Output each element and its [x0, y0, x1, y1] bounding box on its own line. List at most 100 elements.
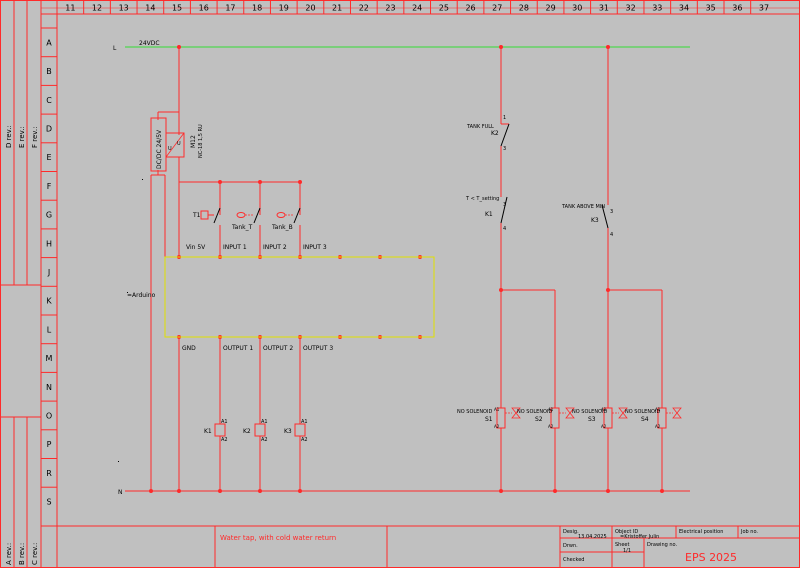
column-label-28: 28 [519, 4, 529, 13]
svg-text:A2: A2 [601, 424, 607, 429]
contact-k3-t2: 4 [610, 232, 613, 238]
jumper-label: M12 [190, 135, 197, 148]
contact-k1-title: T < T_setting [465, 196, 499, 202]
row-label-N: N [46, 383, 52, 392]
title-description: Water tap, with cold water return [220, 534, 336, 542]
column-label-33: 33 [652, 4, 662, 13]
title-desig-value: 13.04.2025 [578, 534, 607, 540]
column-label-29: 29 [545, 4, 555, 13]
title-sheet-label: Sheet [615, 542, 629, 548]
column-label-36: 36 [732, 4, 742, 13]
solenoid-s3-tag: S3 [588, 416, 596, 423]
wiring [150, 47, 663, 491]
relay-k2: K2 A1 A2 [243, 419, 268, 443]
title-electrical-position: Electrical position [679, 529, 723, 535]
arduino-output-3: OUTPUT 3 [303, 345, 333, 352]
row-label-S: S [46, 498, 51, 507]
revision-b: B rev.: [18, 543, 26, 565]
row-label-C: C [46, 96, 52, 105]
row-label-K: K [46, 297, 52, 306]
column-label-11: 11 [65, 4, 75, 13]
row-label-M: M [46, 354, 53, 363]
column-label-20: 20 [305, 4, 315, 13]
sensor-tank-t-label: Tank_T [231, 224, 253, 231]
n-rail-label: N [118, 489, 123, 496]
column-label-23: 23 [385, 4, 395, 13]
contact-k2-tag: K2 [491, 130, 499, 137]
row-label-D: D [46, 124, 52, 133]
solenoid-s4: NO SOLENOID S4 [625, 407, 682, 429]
l-rail-voltage: 24VDC [139, 40, 160, 47]
row-label-B: B [46, 67, 52, 76]
title-desig-label: Desig. [563, 529, 579, 535]
title-object-label: Object ID [615, 529, 638, 535]
svg-text:A1: A1 [494, 407, 500, 412]
column-label-14: 14 [145, 4, 155, 13]
svg-text:A1: A1 [601, 407, 607, 412]
relay-k2-tag: K2 [243, 428, 251, 435]
arduino-output-gnd: GND [182, 345, 196, 352]
junction-dots [149, 45, 664, 493]
relay-k1: K1 A1 A2 [204, 419, 228, 443]
arduino-input-1: INPUT 1 [223, 244, 247, 251]
row-label-E: E [46, 153, 51, 162]
svg-text:A1: A1 [655, 407, 661, 412]
contact-k2: TANK FULL K2 1 3 [466, 115, 510, 152]
column-label-32: 32 [626, 4, 636, 13]
solenoid-s2-title: NO SOLENOID [517, 409, 552, 415]
column-label-34: 34 [679, 4, 689, 13]
solenoid-s1-title: NO SOLENOID [457, 409, 492, 415]
sensor-tank-t: Tank_T [231, 207, 261, 231]
sensor-tank-b-label: Tank_B [271, 224, 293, 231]
relay-k3-tag: K3 [284, 428, 292, 435]
arduino-output-2: OUTPUT 2 [263, 345, 293, 352]
row-label-G: G [46, 211, 52, 220]
svg-text:A2: A2 [655, 424, 661, 429]
relay-k3: K3 A1 A2 [284, 419, 308, 443]
column-label-24: 24 [412, 4, 422, 13]
title-drawn: Drwn. [563, 543, 578, 549]
arduino-box [164, 256, 435, 338]
title-job-no: Job no. [740, 529, 758, 535]
title-checked: Checked [563, 557, 584, 563]
contact-k1-t2: 4 [503, 226, 506, 232]
svg-text:A2: A2 [548, 424, 554, 429]
column-label-15: 15 [172, 4, 182, 13]
sensor-t1: T1 [192, 207, 221, 224]
solenoid-s3-title: NO SOLENOID [572, 409, 607, 415]
solenoid-s1: NO SOLENOID S1 [457, 407, 521, 429]
column-label-13: 13 [119, 4, 129, 13]
relay-k1-tag: K1 [204, 428, 212, 435]
contact-k2-title: TANK FULL [466, 124, 494, 130]
relay-k2-a2: A2 [261, 437, 268, 443]
row-label-L: L [47, 325, 52, 334]
row-label-F: F [47, 182, 52, 191]
relay-k1-a2: A2 [221, 437, 228, 443]
solenoid-s4-title: NO SOLENOID [625, 409, 660, 415]
arduino-label: =Arduino [127, 292, 156, 299]
contact-k3: TANK ABOVE MIN K3 3 4 [561, 204, 613, 238]
title-drawing-no: Drawing no. [647, 542, 678, 548]
relay-k1-a1: A1 [221, 419, 228, 425]
contact-k3-t1: 3 [610, 209, 613, 215]
dcdc-converter: DC/DC 24/5V U U [150, 117, 185, 172]
row-label-J: J [47, 268, 50, 277]
row-label-R: R [46, 469, 52, 478]
stray-marks [118, 179, 143, 462]
contact-k2-t2: 3 [503, 146, 506, 152]
column-label-19: 19 [279, 4, 289, 13]
title-object-value: =Kristoffer Julin [620, 534, 659, 540]
contact-k1-t1: 3 [503, 202, 506, 208]
relay-k3-a1: A1 [301, 419, 308, 425]
relay-k2-a1: A1 [261, 419, 268, 425]
contact-k2-t1: 1 [503, 115, 506, 121]
column-label-17: 17 [225, 4, 235, 13]
column-label-26: 26 [465, 4, 475, 13]
column-label-27: 27 [492, 4, 502, 13]
dcdc-term-left: U [168, 146, 172, 152]
solenoid-s1-tag: S1 [485, 416, 493, 423]
row-label-A: A [46, 38, 52, 47]
contact-k3-title: TANK ABOVE MIN [561, 204, 605, 210]
